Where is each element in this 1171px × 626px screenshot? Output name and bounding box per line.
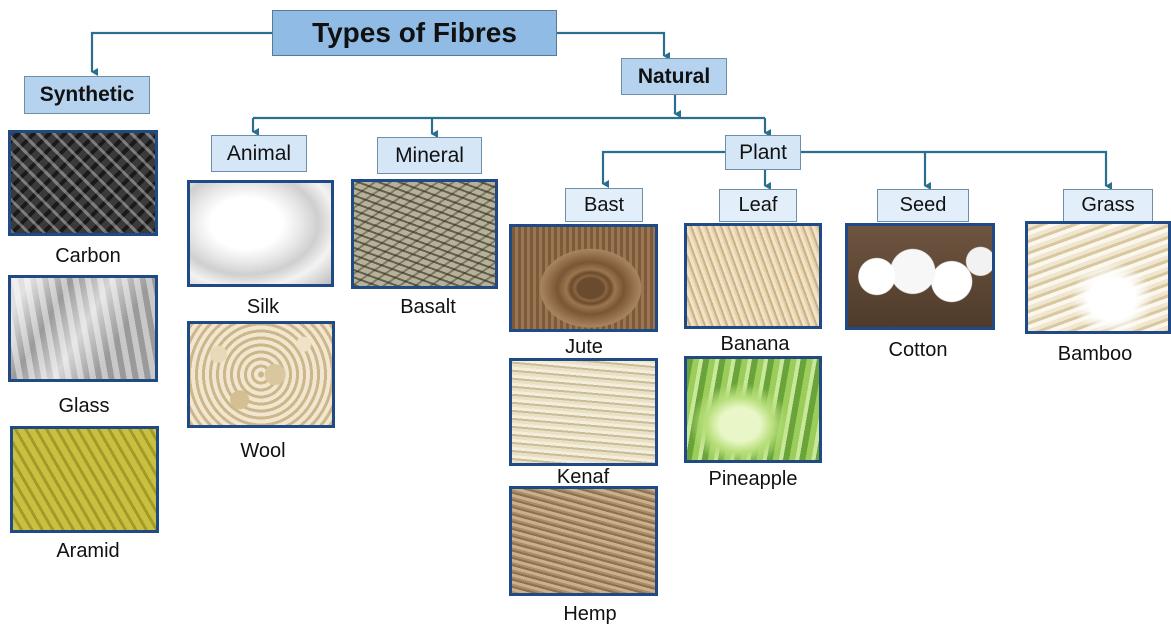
wool-fibre-photo <box>187 321 335 428</box>
caption-pineapple: Pineapple <box>673 468 833 491</box>
group-mineral: Mineral <box>377 137 482 174</box>
group-grass: Grass <box>1063 189 1153 222</box>
caption-banana: Banana <box>675 333 835 356</box>
banana-fibre-photo <box>684 223 822 329</box>
group-leaf: Leaf <box>719 189 797 222</box>
basalt-fibre-photo <box>351 179 498 289</box>
carbon-fibre-photo <box>8 130 158 236</box>
group-animal: Animal <box>211 135 307 172</box>
aramid-fibre-photo <box>10 426 159 533</box>
hemp-fibre-photo <box>509 486 658 596</box>
bamboo-fibre-photo <box>1025 221 1171 334</box>
category-synthetic: Synthetic <box>24 76 150 114</box>
glass-fibre-photo <box>8 275 158 382</box>
group-seed: Seed <box>877 189 969 222</box>
category-natural: Natural <box>621 58 727 95</box>
caption-hemp: Hemp <box>510 603 670 626</box>
caption-silk: Silk <box>183 296 343 319</box>
caption-wool: Wool <box>183 440 343 463</box>
root-title: Types of Fibres <box>272 10 557 56</box>
caption-glass: Glass <box>4 395 164 418</box>
caption-aramid: Aramid <box>8 540 168 563</box>
group-plant: Plant <box>725 135 801 170</box>
caption-cotton: Cotton <box>838 339 998 362</box>
kenaf-fibre-photo <box>509 358 658 466</box>
pineapple-fibre-photo <box>684 356 822 463</box>
silk-fibre-photo <box>187 180 334 287</box>
caption-basalt: Basalt <box>348 296 508 319</box>
connector-plant-right <box>801 152 1106 186</box>
group-bast: Bast <box>565 188 643 222</box>
caption-carbon: Carbon <box>8 245 168 268</box>
caption-jute: Jute <box>504 336 664 359</box>
caption-bamboo: Bamboo <box>1020 343 1170 366</box>
jute-fibre-photo <box>509 224 658 332</box>
connector-root-natural <box>557 33 664 56</box>
connector-root-synthetic <box>92 33 272 72</box>
connector-plant-bar <box>603 152 725 184</box>
cotton-fibre-photo <box>845 223 995 330</box>
